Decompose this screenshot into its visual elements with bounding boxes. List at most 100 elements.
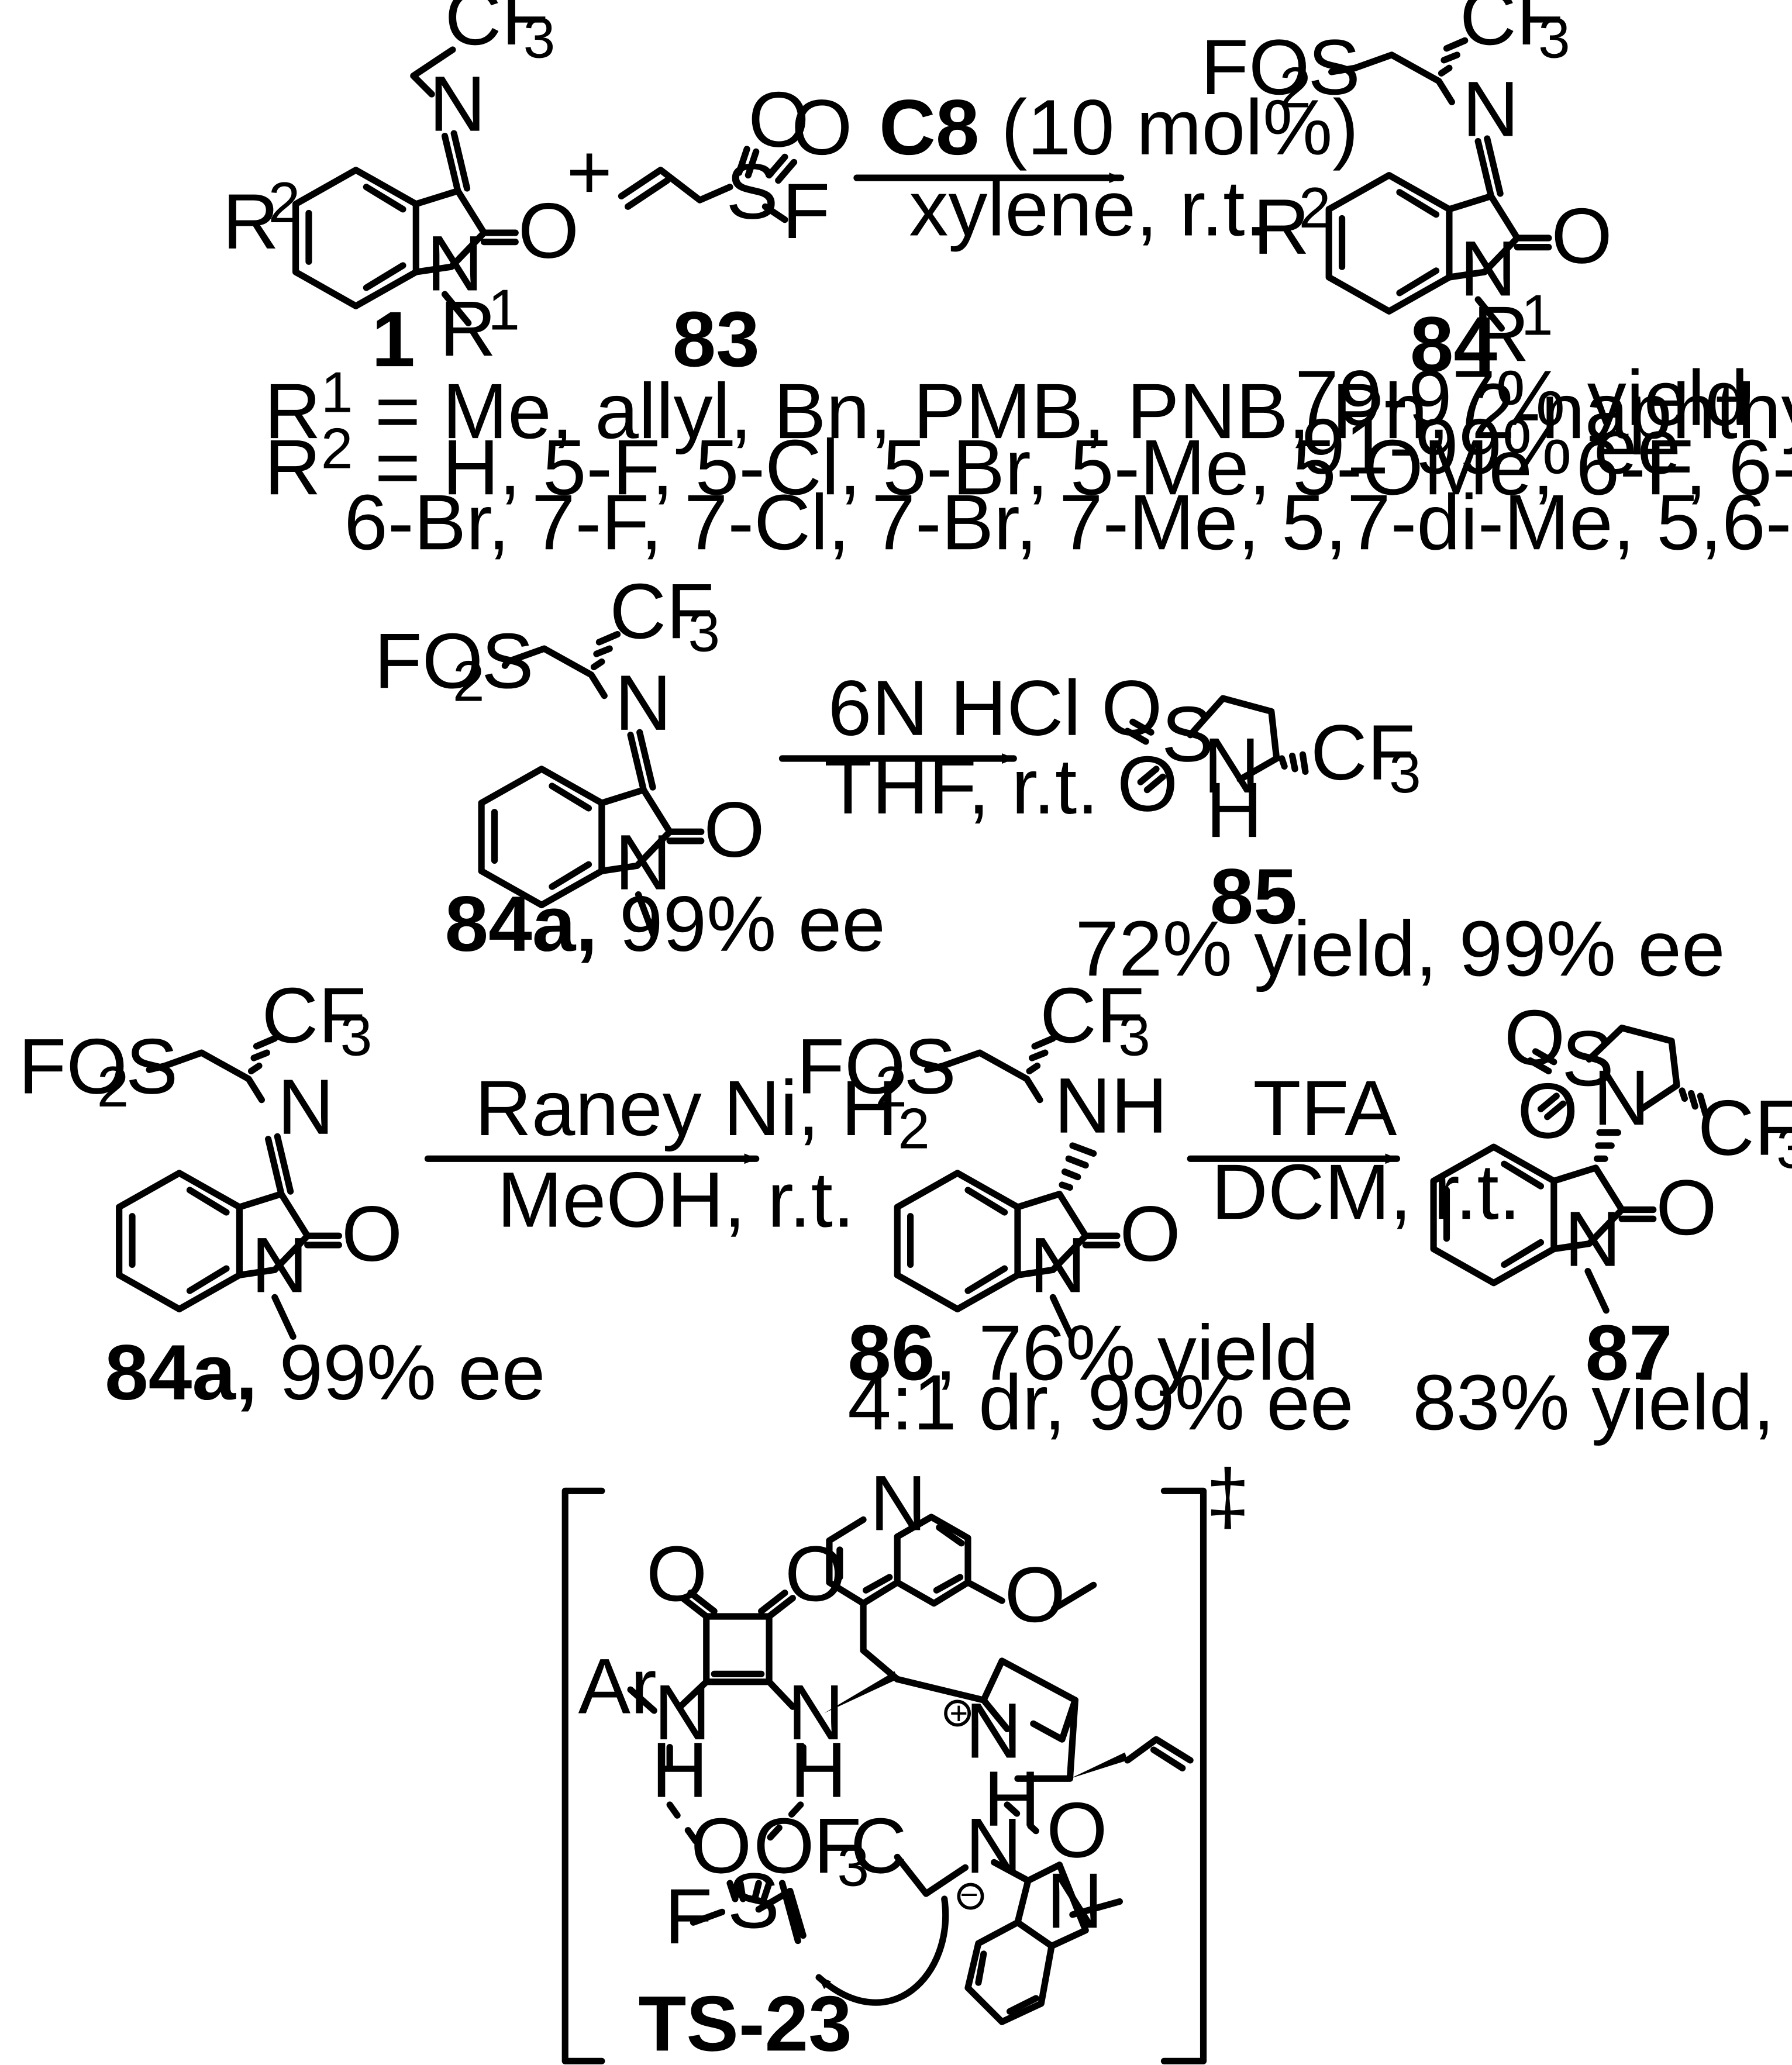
svg-text:O: O [753,1802,814,1890]
compound-84a-label-top: 84a, 99% ee [445,881,885,968]
svg-text:CF: CF [1698,1085,1792,1172]
r2-substituent-list-continued: 6-Br, 7-F, 7-Cl, 7-Br, 7-Me, 5,7-di-Me, … [344,479,1792,566]
compound-85-structure: S N H O O CF3 [1101,665,1421,854]
ts-h-bonds [666,1801,804,1845]
svg-text:N: N [1460,225,1517,312]
svg-text:R: R [1253,184,1309,271]
svg-text:N: N [615,660,671,747]
svg-text:O: O [1117,740,1178,828]
svg-text:H: H [652,1727,708,1814]
svg-text:CF: CF [1040,972,1145,1059]
svg-text:CF: CF [1311,709,1415,797]
reagent-hcl: 6N HCl [828,665,1081,752]
svg-text:FO: FO [374,618,483,705]
svg-text:2: 2 [268,170,301,235]
compound-83-structure: S O O F [618,76,852,255]
transition-state-bracket-left [561,1487,605,2064]
compound-84a-label-bottom: 84a, 99% ee [105,1329,545,1416]
r2-substituent-list: R2 = H, 5-F, 5-Cl, 5-Br, 5-Me, 5-OMe, 6-… [264,416,1792,512]
svg-text:1: 1 [1521,282,1553,347]
svg-text:O: O [342,1191,402,1278]
compound-86-label: 86, 76% yield [847,1309,1318,1397]
svg-text:O: O [748,76,809,163]
svg-text:−: − [960,1877,978,1912]
svg-text:2: 2 [875,1054,907,1119]
ts-sulfonyl-fluoride: O O S F [664,1802,814,1960]
svg-text:R: R [440,285,497,373]
reagent-dcm: DCM, r.t. [1211,1149,1521,1236]
svg-text:O: O [1119,1191,1180,1278]
svg-text:R: R [1473,291,1529,378]
svg-text:R: R [222,178,279,266]
svg-text:O: O [1504,994,1565,1081]
svg-text:O: O [646,1530,707,1618]
compound-1-structure: O N CF3 N R1 R2 [222,0,579,373]
svg-text:CF: CF [445,0,550,61]
reagent-thf: THF, r.t. [824,743,1099,830]
svg-text:N: N [1029,1222,1086,1309]
svg-text:FO: FO [18,1023,127,1110]
compound-1-label: 1 [371,296,415,383]
svg-text:N: N [966,1687,1022,1774]
svg-text:N: N [615,819,671,906]
compound-84-yield: 79-97% yield [1295,355,1749,442]
svg-text:N: N [966,1802,1022,1890]
compound-87-yield-ee: 83% yield, 99% ee [1412,1359,1792,1446]
reagent-solvent-1: xylene, r.t. [909,166,1266,253]
svg-text:N: N [429,61,486,148]
svg-text:C: C [850,1802,907,1890]
svg-text:N: N [277,1064,334,1151]
svg-text:2: 2 [1299,175,1331,240]
svg-text:2: 2 [97,1054,129,1119]
svg-text:N: N [654,1669,711,1756]
svg-text:CF: CF [609,568,714,655]
compound-86-dr-ee: 4:1 dr, 99% ee [847,1359,1353,1446]
svg-text:F: F [814,1802,861,1890]
svg-text:3: 3 [1538,5,1570,70]
svg-text:N: N [1204,722,1260,809]
compound-83-label: 83 [673,296,760,383]
compound-84-label: 84 [1410,301,1497,388]
ts-23-label: TS-23 [638,1980,852,2065]
svg-text:O: O [791,84,852,171]
r1-substituent-list: R1 = Me, allyl, Bn, PMB, PNB, Ph, 2-naph… [264,360,1792,455]
svg-text:O: O [1101,665,1162,752]
svg-text:F: F [782,168,830,255]
double-dagger: ‡ [1206,1453,1250,1540]
svg-text:3: 3 [837,1834,869,1898]
svg-text:FO: FO [797,1023,905,1110]
ts-catalyst-structure: N O O O N N Ar H H N + H [578,1460,1194,1843]
svg-text:N: N [1564,1196,1621,1283]
svg-text:+: + [950,1695,968,1730]
transition-state-bracket-right [1160,1487,1207,2064]
svg-text:3: 3 [340,1004,373,1068]
compound-87-label: 87 [1585,1309,1672,1397]
svg-text:N: N [1593,1054,1650,1142]
svg-text:3: 3 [688,599,720,664]
svg-text:N: N [1046,1857,1103,1945]
svg-text:O: O [785,1530,846,1618]
compound-85-yield: 72% yield, 99% ee [1075,905,1725,992]
svg-text:H: H [1206,767,1263,854]
svg-text:2: 2 [1279,55,1311,119]
svg-text:H: H [790,1727,847,1814]
svg-text:3: 3 [523,5,556,70]
svg-text:3: 3 [1389,740,1421,805]
compound-85-label: 85 [1210,853,1297,940]
reagent-c8: C8 (10 mol%) [879,84,1359,171]
svg-text:NH: NH [1054,1063,1168,1150]
svg-text:3: 3 [1118,1004,1150,1068]
svg-text:FO: FO [1201,24,1309,111]
compound-84-ee: 91-99% ee [1301,404,1681,491]
reagent-raney-ni: Raney Ni, H2 [475,1065,930,1160]
ts-ketimine-enolate: F C 3 N − O N [814,1787,1123,2025]
svg-text:Ar: Ar [578,1643,657,1730]
compound-87-structure: O N S O O CF3 N [1430,994,1792,1314]
svg-text:O: O [1551,192,1612,280]
svg-text:O: O [1517,1068,1578,1155]
svg-text:O: O [1046,1787,1107,1874]
